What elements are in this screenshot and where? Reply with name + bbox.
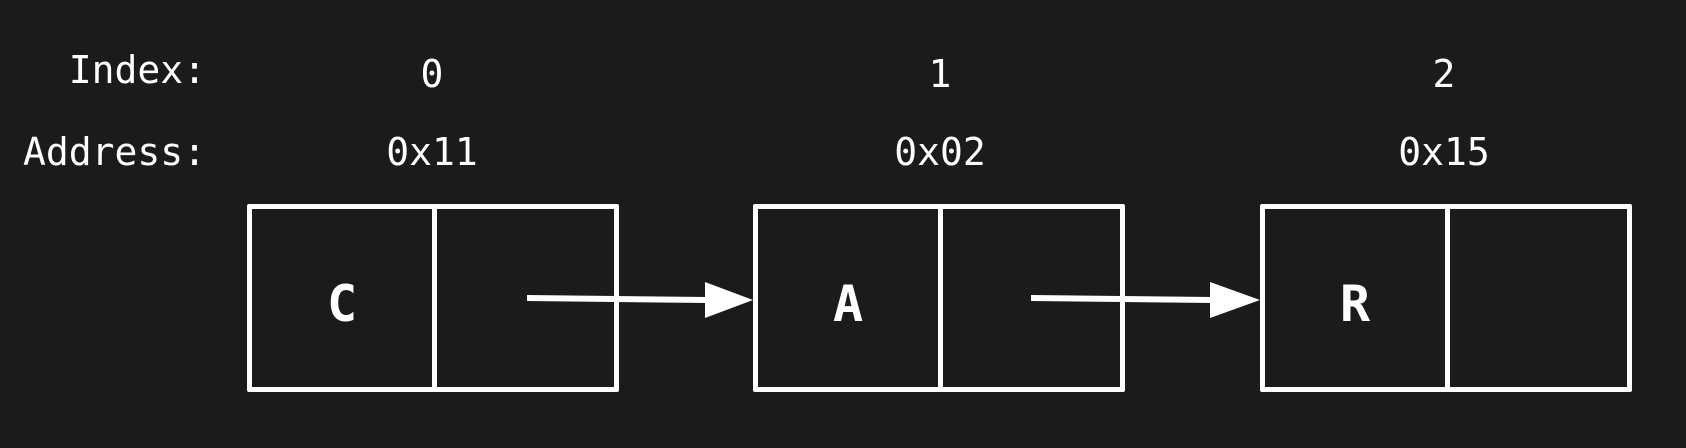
node-1-address: 0x02 xyxy=(894,130,986,174)
node-2-address: 0x15 xyxy=(1398,130,1490,174)
address-row-label: Address: xyxy=(22,130,206,174)
node-1-index: 1 xyxy=(928,52,952,96)
node-2-value: R xyxy=(1339,275,1371,333)
linked-list-node-0: C xyxy=(247,204,619,392)
node-0-index: 0 xyxy=(420,52,444,96)
node-2-index: 2 xyxy=(1432,52,1456,96)
index-row-label: Index: xyxy=(68,48,206,92)
node-0-address: 0x11 xyxy=(386,130,478,174)
node-0-divider xyxy=(432,209,437,387)
linked-list-node-1: A xyxy=(753,204,1125,392)
node-1-divider xyxy=(938,209,943,387)
node-1-value: A xyxy=(832,275,864,333)
node-2-divider xyxy=(1445,209,1450,387)
node-0-value: C xyxy=(326,275,358,333)
linked-list-node-2: R xyxy=(1260,204,1632,392)
